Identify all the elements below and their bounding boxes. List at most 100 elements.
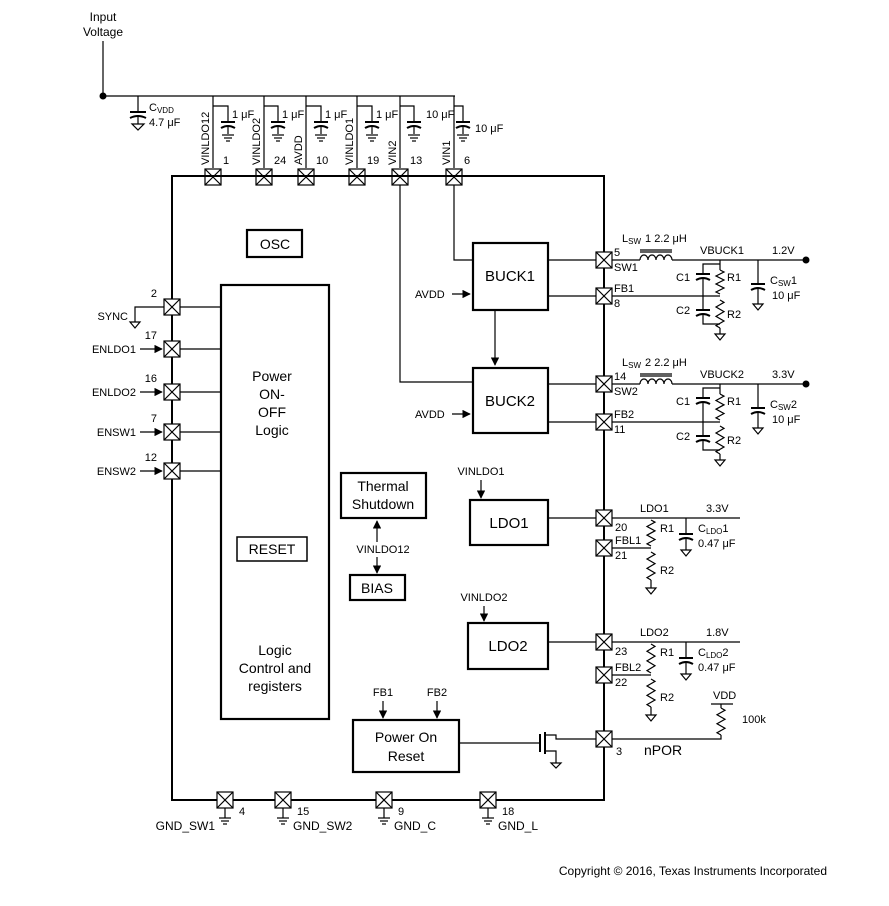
logic-block bbox=[219, 283, 331, 721]
vinldo2-label: VINLDO2 bbox=[460, 592, 507, 604]
output-node bbox=[802, 380, 810, 388]
fb-pin-box bbox=[595, 287, 613, 305]
ground-pin-number: 4 bbox=[239, 806, 245, 818]
left-pin-box bbox=[163, 462, 181, 480]
por-line-1: Power On bbox=[375, 729, 437, 745]
npor-transistor bbox=[459, 732, 596, 769]
ground-pin-box bbox=[274, 791, 292, 809]
npor-label: nPOR bbox=[644, 742, 682, 758]
power-on-reset-block bbox=[351, 718, 461, 774]
ldo-pin-number: 23 bbox=[615, 646, 627, 658]
npor-pin-box bbox=[595, 730, 613, 748]
fbl-pin-box bbox=[595, 666, 613, 684]
ground-pin-name: GND_SW2 bbox=[293, 819, 353, 833]
left-pin-number: 16 bbox=[145, 373, 157, 385]
top-pin-name: VINLDO1 bbox=[344, 118, 356, 165]
left-pin-number: 7 bbox=[151, 413, 157, 425]
left-pin-box bbox=[163, 298, 181, 316]
left-pin-box bbox=[163, 423, 181, 441]
left-pin-name: ENLDO1 bbox=[92, 344, 136, 356]
por-fb1-label: FB1 bbox=[373, 687, 393, 699]
r1-label: R1 bbox=[660, 647, 674, 659]
fb-pin-name: FB1 bbox=[614, 283, 634, 295]
fb-pin-box bbox=[595, 413, 613, 431]
sw-pin-name: SW2 bbox=[614, 386, 638, 398]
top-pin-number: 13 bbox=[410, 155, 422, 167]
c1-label: C1 bbox=[676, 272, 690, 284]
osc-block bbox=[245, 228, 304, 259]
buck1-block bbox=[471, 241, 550, 312]
output-cap-label: CSW1 bbox=[770, 275, 797, 288]
top-pin-name: VIN1 bbox=[441, 141, 453, 165]
ldo-net-name: LDO2 bbox=[640, 627, 669, 639]
cvdd-capacitor: CVDD 4.7 μF bbox=[129, 96, 181, 131]
output-cap-label: CSW2 bbox=[770, 399, 797, 412]
logic2-line-3: registers bbox=[248, 678, 302, 694]
logic-line-3: OFF bbox=[258, 404, 286, 420]
ldo2-block bbox=[466, 621, 550, 671]
input-label-1: Input bbox=[90, 10, 117, 24]
top-pin-number: 6 bbox=[464, 155, 470, 167]
ldo-cap-label: CLDO2 bbox=[698, 647, 729, 660]
r2-label: R2 bbox=[727, 435, 741, 447]
ldo-voltage: 3.3V bbox=[706, 503, 729, 515]
fb-pin-name: FB2 bbox=[614, 409, 634, 421]
top-pin-3: VINLDO1 19 1 μF bbox=[344, 96, 399, 186]
ground-pin-number: 9 bbox=[398, 806, 404, 818]
bias-label: BIAS bbox=[361, 580, 393, 596]
vdd-label: VDD bbox=[713, 690, 736, 702]
top-pin-cap: 1 μF bbox=[325, 109, 348, 121]
ldo-cap-label: CLDO1 bbox=[698, 523, 729, 536]
top-pin-number: 19 bbox=[367, 155, 379, 167]
left-pin-box bbox=[163, 383, 181, 401]
left-pin-number: 17 bbox=[145, 330, 157, 342]
pullup-label: 100k bbox=[742, 714, 766, 726]
fbl-pin-box bbox=[595, 539, 613, 557]
buck2-label: BUCK2 bbox=[485, 393, 535, 410]
buck1-avdd-label: AVDD bbox=[415, 289, 445, 301]
sw-pin-box bbox=[595, 251, 613, 269]
top-pin-number: 10 bbox=[316, 155, 328, 167]
sw-pin-box bbox=[595, 375, 613, 393]
por-fb2-label: FB2 bbox=[427, 687, 447, 699]
copyright-text: Copyright © 2016, Texas Instruments Inco… bbox=[559, 864, 827, 878]
buck2-avdd-label: AVDD bbox=[415, 409, 445, 421]
top-pin-name: VINLDO2 bbox=[251, 118, 263, 165]
thermal-shutdown-block bbox=[339, 471, 428, 520]
logic-line-1: Power bbox=[252, 368, 292, 384]
r2-label: R2 bbox=[660, 565, 674, 577]
ground-pin-name: GND_SW1 bbox=[156, 819, 216, 833]
buck2-block bbox=[471, 366, 550, 435]
por-line-2: Reset bbox=[388, 748, 425, 764]
fbl-pin-name: FBL2 bbox=[615, 662, 641, 674]
osc-label: OSC bbox=[260, 236, 290, 252]
cvdd-label: CVDD bbox=[149, 102, 174, 115]
fb-pin-number: 11 bbox=[614, 424, 625, 436]
left-pin-box bbox=[163, 340, 181, 358]
ground-pin-name: GND_C bbox=[394, 819, 436, 833]
ldo1-block bbox=[468, 498, 550, 547]
top-pin-cap: 1 μF bbox=[376, 109, 399, 121]
ground-pin-name: GND_L bbox=[498, 819, 538, 833]
left-pin-number: 12 bbox=[145, 452, 157, 464]
left-pin-name: ENLDO2 bbox=[92, 387, 136, 399]
ldo-net-name: LDO1 bbox=[640, 503, 669, 515]
c2-label: C2 bbox=[676, 431, 690, 443]
